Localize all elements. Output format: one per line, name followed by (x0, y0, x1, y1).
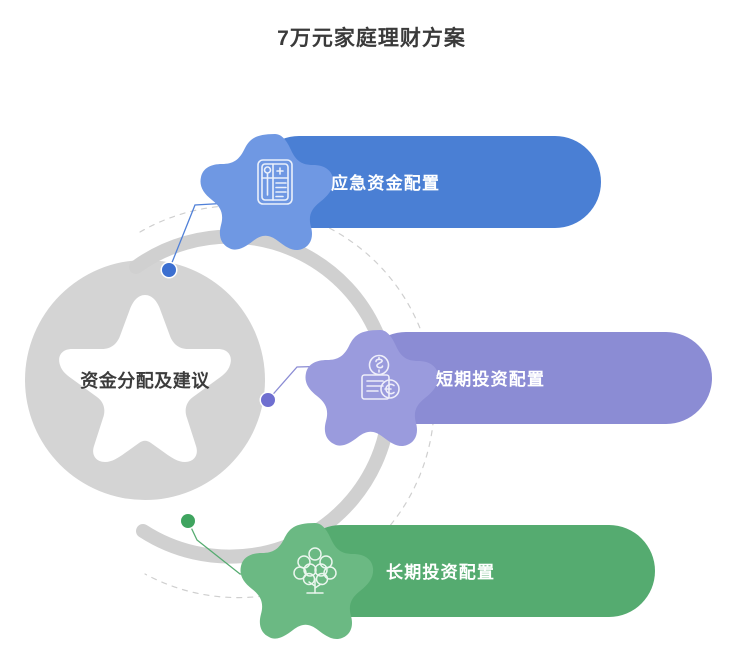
connector-dot-2 (261, 393, 275, 407)
connector-dot-1 (162, 263, 176, 277)
branch-2-label: 短期投资配置 (436, 369, 545, 389)
money-tree-icon (293, 547, 337, 594)
branch-1-label: 应急资金配置 (331, 173, 440, 193)
branch-1-bar[interactable] (253, 136, 601, 228)
branch-1[interactable]: 应急资金配置 (200, 134, 601, 251)
branch-3-label: 长期投资配置 (386, 562, 495, 582)
page-title: 7万元家庭理财方案 (277, 27, 466, 50)
branch-2-bar[interactable] (360, 332, 712, 424)
branch-2[interactable]: 短期投资配置 (305, 330, 712, 447)
branch-3[interactable]: 长期投资配置 (240, 523, 655, 640)
connector-dot-3 (181, 514, 195, 528)
center-label: 资金分配及建议 (80, 370, 210, 391)
cash-coin-icon (361, 354, 400, 400)
branch-3-bar[interactable] (295, 525, 655, 617)
document-form-icon (257, 159, 293, 205)
center-ring (25, 260, 265, 500)
